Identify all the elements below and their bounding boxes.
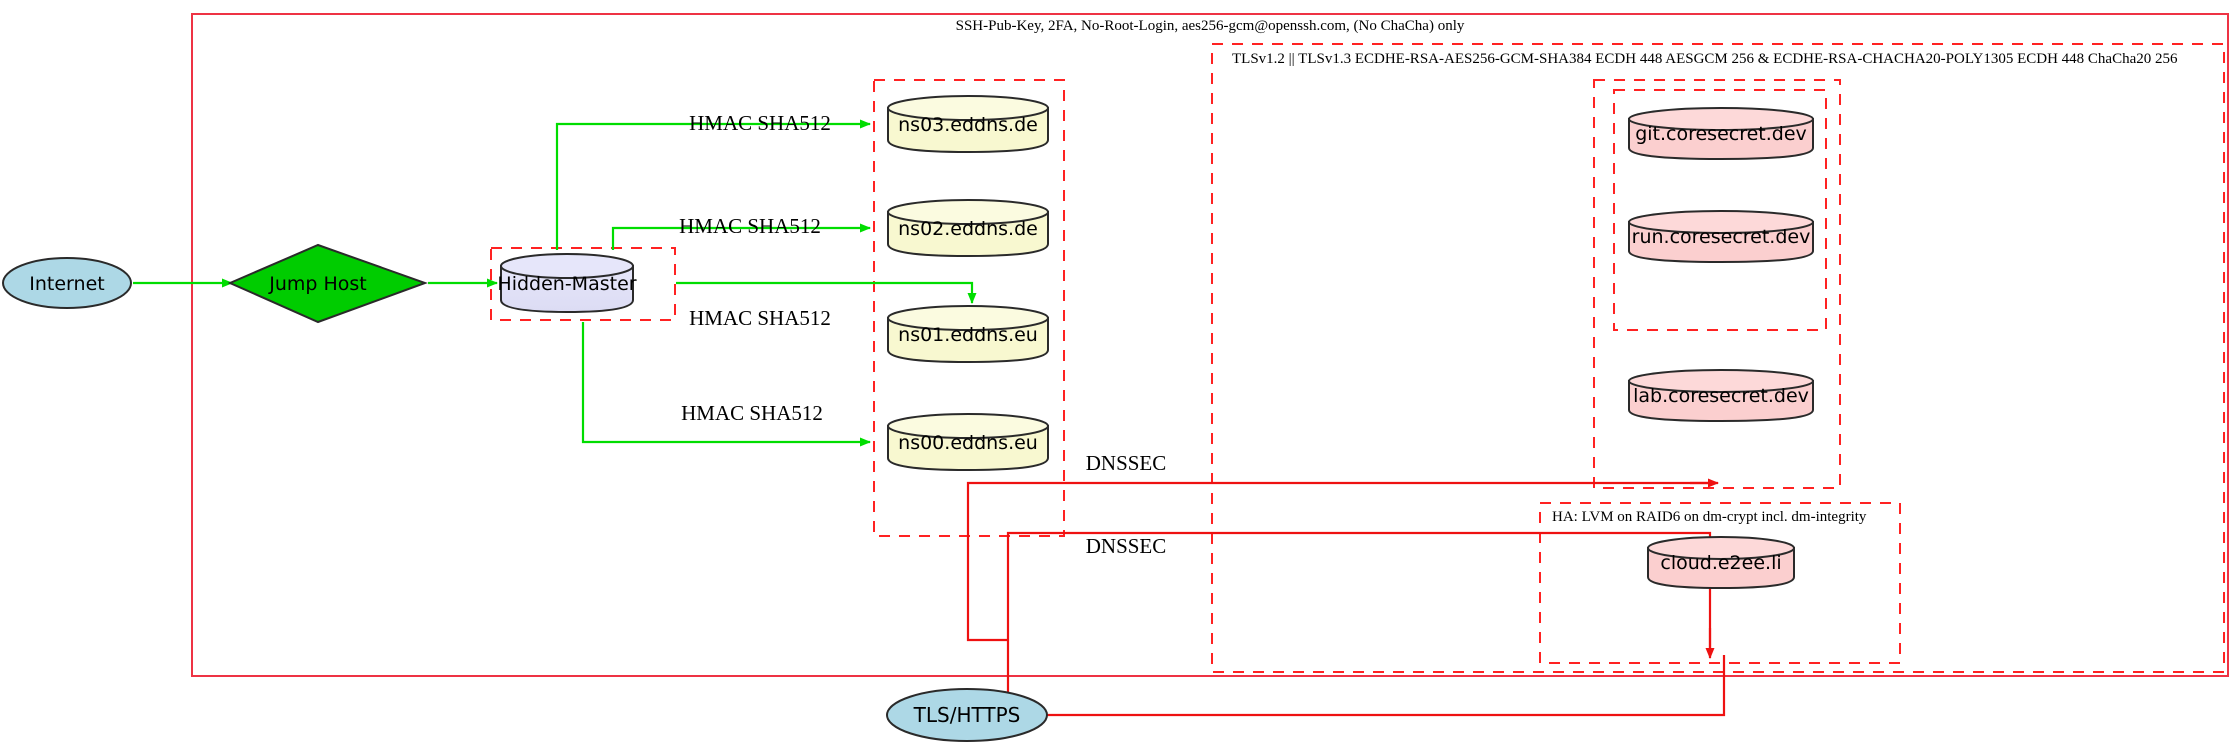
node-run-coresecret[interactable]: run.coresecret.dev bbox=[1628, 210, 1814, 264]
cluster-ha-label: HA: LVM on RAID6 on dm-crypt incl. dm-in… bbox=[1552, 509, 1867, 525]
node-ns02[interactable]: ns02.eddns.de bbox=[887, 199, 1049, 258]
cluster-coresecret-inner bbox=[1613, 89, 1827, 331]
node-git-coresecret-label: git.coresecret.dev bbox=[1635, 123, 1807, 145]
node-tls-https-label: TLS/HTTPS bbox=[913, 703, 1021, 727]
edge-hiddenmaster-to-ns03 bbox=[555, 119, 871, 250]
node-ns03[interactable]: ns03.eddns.de bbox=[887, 95, 1049, 154]
cluster-coresecret-outer bbox=[1593, 79, 1841, 489]
edge-tlshttps-to-cluster bbox=[1047, 655, 1726, 717]
edge-label-dnssec-upper: DNSSEC bbox=[1086, 451, 1167, 475]
node-jump-host[interactable]: Jump Host bbox=[227, 243, 428, 324]
node-ns01-label: ns01.eddns.eu bbox=[898, 324, 1038, 346]
cluster-tls-label: TLSv1.2 || TLSv1.3 ECDHE-RSA-AES256-GCM-… bbox=[1232, 51, 2178, 67]
edge-dnssec-upper-segment bbox=[966, 481, 1710, 642]
node-lab-coresecret[interactable]: lab.coresecret.dev bbox=[1628, 369, 1814, 423]
cluster-tls-boundary bbox=[1211, 43, 2225, 673]
edge-dnssec-lower-segment bbox=[1006, 531, 1712, 715]
edge-label-hmac-ns02: HMAC SHA512 bbox=[679, 214, 821, 238]
edge-hiddenmaster-to-ns02 bbox=[611, 223, 871, 250]
node-run-coresecret-label: run.coresecret.dev bbox=[1632, 226, 1811, 248]
cluster-hidden-master bbox=[490, 247, 676, 321]
node-lab-coresecret-label: lab.coresecret.dev bbox=[1633, 385, 1809, 407]
cluster-ha-boundary bbox=[1539, 502, 1901, 664]
edge-label-hmac-ns01: HMAC SHA512 bbox=[689, 306, 831, 330]
node-hidden-master-label: Hidden-Master bbox=[497, 273, 636, 295]
edge-label-hmac-ns00: HMAC SHA512 bbox=[681, 401, 823, 425]
node-internet-label: Internet bbox=[29, 273, 104, 295]
node-ns00-label: ns00.eddns.eu bbox=[898, 432, 1038, 454]
node-internet[interactable]: Internet bbox=[2, 257, 132, 309]
node-ns00[interactable]: ns00.eddns.eu bbox=[887, 413, 1049, 472]
node-cloud-e2ee-label: cloud.e2ee.li bbox=[1660, 552, 1781, 574]
edge-label-hmac-ns03: HMAC SHA512 bbox=[689, 111, 831, 135]
cluster-ssh-label: SSH-Pub-Key, 2FA, No-Root-Login, aes256-… bbox=[956, 18, 1465, 34]
edge-label-dnssec-lower: DNSSEC bbox=[1086, 534, 1167, 558]
node-ns02-label: ns02.eddns.de bbox=[898, 218, 1038, 240]
node-tls-https[interactable]: TLS/HTTPS bbox=[886, 688, 1048, 742]
node-cloud-e2ee[interactable]: cloud.e2ee.li bbox=[1647, 536, 1795, 590]
cluster-ssh-boundary bbox=[191, 13, 2229, 677]
node-ns01[interactable]: ns01.eddns.eu bbox=[887, 305, 1049, 364]
node-git-coresecret[interactable]: git.coresecret.dev bbox=[1628, 107, 1814, 161]
node-ns03-label: ns03.eddns.de bbox=[898, 114, 1038, 136]
edge-hiddenmaster-to-ns01 bbox=[676, 281, 977, 304]
edge-hiddenmaster-to-ns00 bbox=[581, 322, 871, 447]
node-hidden-master[interactable]: Hidden-Master bbox=[497, 253, 637, 314]
node-jump-host-label: Jump Host bbox=[268, 273, 367, 295]
